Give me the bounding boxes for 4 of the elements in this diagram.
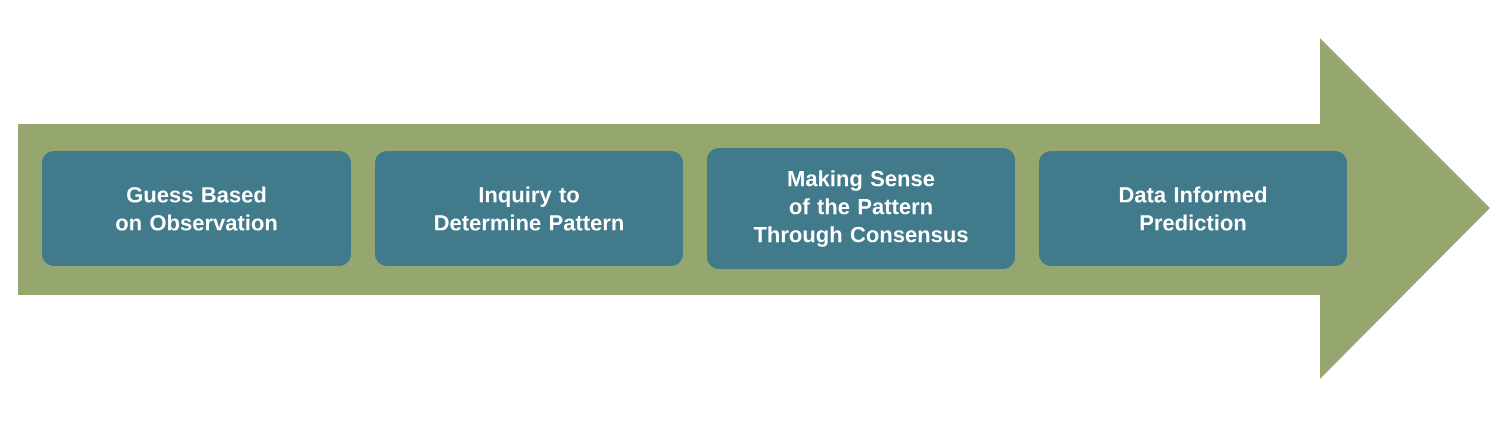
process-box: Inquiry to Determine Pattern (375, 151, 683, 266)
process-box: Guess Based on Observation (42, 151, 351, 266)
process-box: Making Sense of the Pattern Through Consensus (707, 148, 1015, 269)
process-box: Data Informed Prediction (1039, 151, 1347, 266)
